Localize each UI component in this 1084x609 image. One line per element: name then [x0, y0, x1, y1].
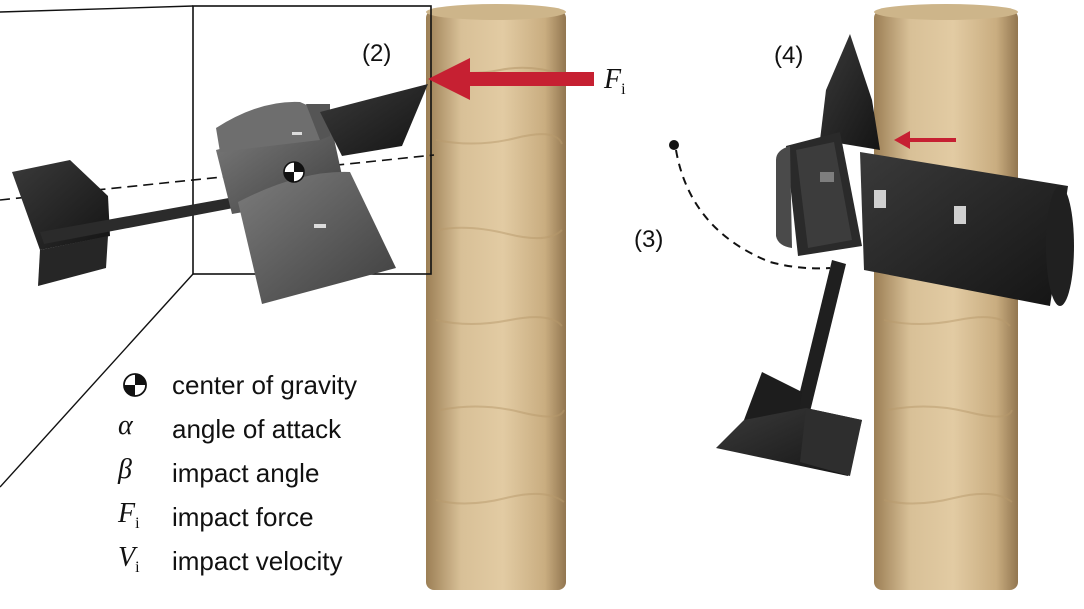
legend-text: impact force — [172, 502, 314, 532]
left-pole — [426, 4, 566, 590]
force-symbol: F — [604, 64, 622, 95]
aircraft-stage-2 — [12, 84, 428, 304]
legend-text: impact angle — [172, 458, 320, 488]
force-subscript: i — [621, 81, 626, 98]
stage-4-label: (4) — [774, 42, 804, 69]
aircraft-stage-4 — [716, 34, 1074, 476]
legend-item: Fi impact force — [0, 498, 420, 538]
legend-symbol-main: V — [118, 542, 136, 573]
legend-text: angle of attack — [172, 414, 342, 444]
legend: center of gravity α angle of attack β im… — [0, 366, 440, 606]
impact-force-arrow — [428, 58, 594, 100]
legend-symbol: β — [118, 454, 132, 485]
right-pole — [874, 4, 1018, 590]
legend-symbol-main: F — [118, 498, 136, 529]
trajectory-curve — [669, 140, 831, 270]
legend-item: α angle of attack — [0, 410, 420, 450]
legend-text: center of gravity — [172, 370, 357, 400]
legend-symbol: α — [118, 410, 133, 441]
legend-symbol-subscript: i — [135, 515, 140, 532]
legend-text: impact velocity — [172, 546, 343, 576]
impact-force-label: Fi — [604, 64, 626, 99]
center-of-gravity-icon — [283, 161, 305, 183]
legend-item: Vi impact velocity — [0, 542, 420, 582]
stage-3-label: (3) — [634, 226, 664, 253]
center-of-gravity-icon — [123, 373, 147, 397]
legend-symbol-subscript: i — [135, 559, 140, 576]
small-force-arrow — [894, 131, 956, 149]
legend-item: β impact angle — [0, 454, 420, 494]
legend-symbol: Fi — [118, 498, 140, 533]
legend-symbol: Vi — [118, 542, 140, 577]
legend-item: center of gravity — [0, 366, 420, 406]
stage-2-label: (2) — [362, 40, 392, 67]
